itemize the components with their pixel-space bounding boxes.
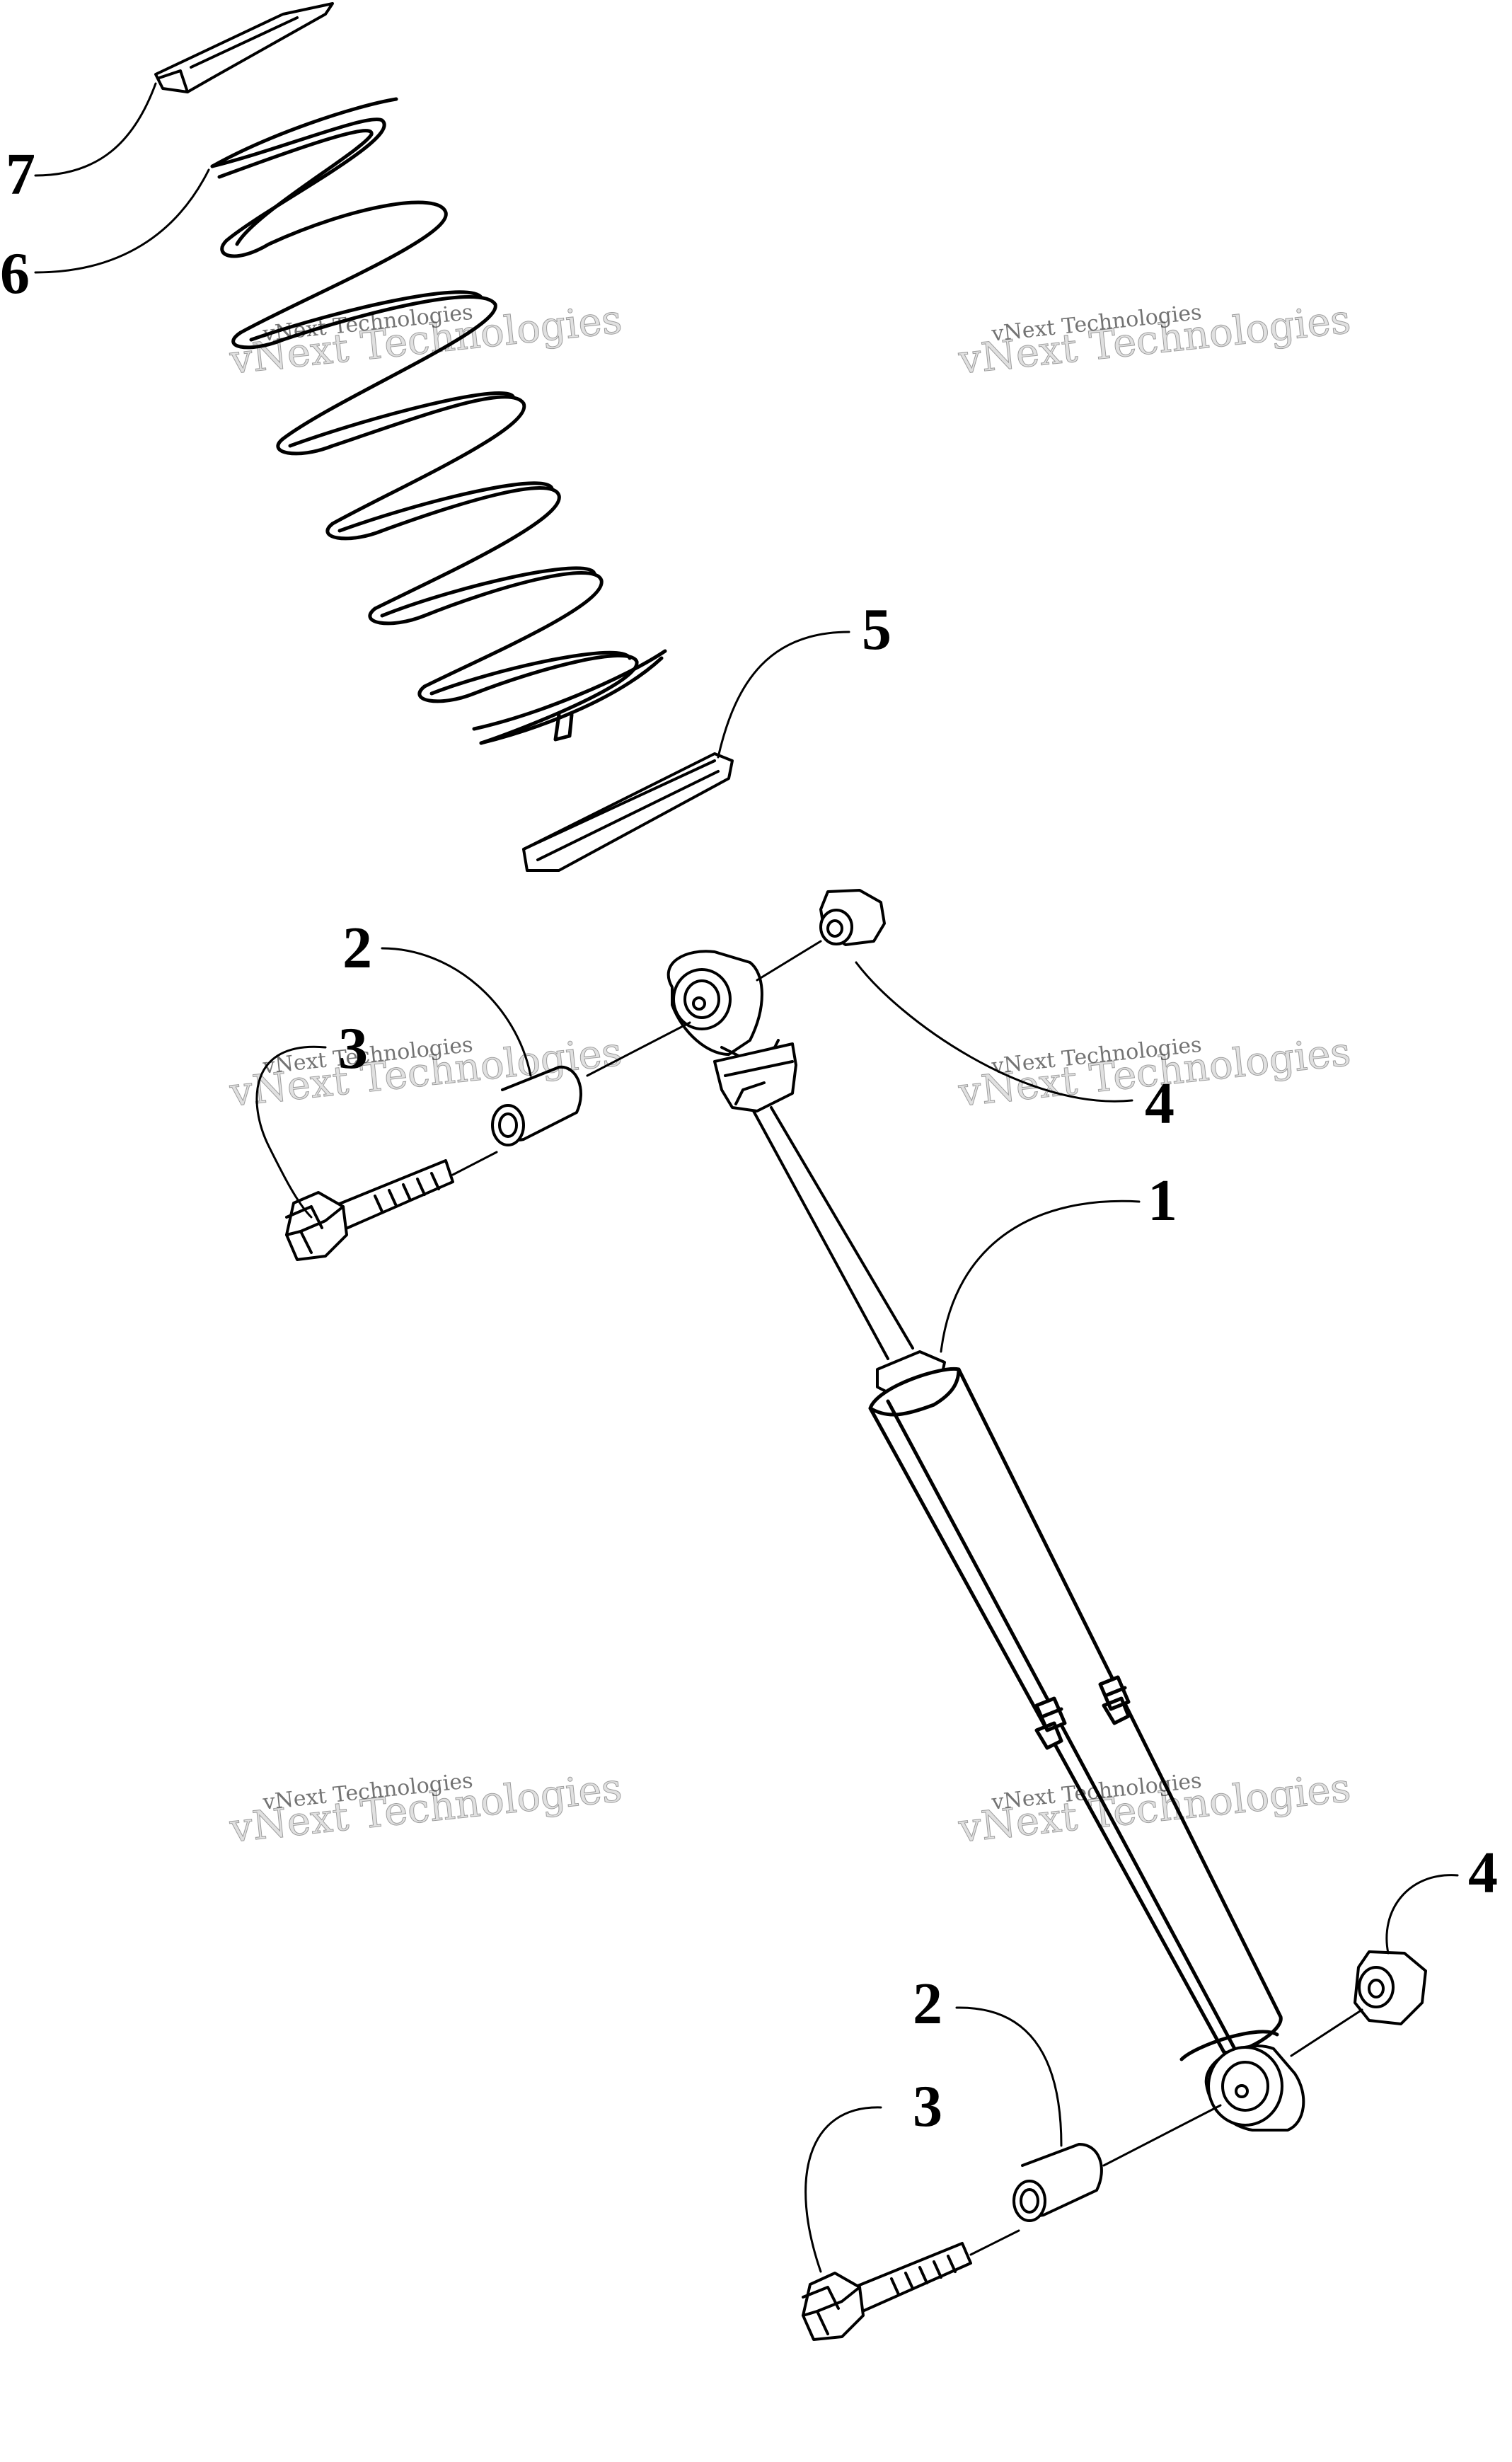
callout-4-upper: 4 — [1145, 1071, 1175, 1137]
callout-7: 7 — [6, 142, 35, 207]
part-2-upper-sleeve — [491, 1065, 582, 1146]
assembly-center-lines — [451, 940, 1363, 2256]
part-5-lower-spring-seat — [522, 752, 734, 872]
part-2-lower-sleeve — [1012, 2143, 1103, 2222]
part-6-coil-spring — [210, 97, 667, 745]
callout-3-lower: 3 — [913, 2073, 942, 2139]
part-3-lower-bolt — [802, 2242, 972, 2341]
part-4-upper-flange-nut — [819, 889, 886, 946]
callout-2-lower: 2 — [913, 1971, 942, 2037]
part-1-shock-body — [868, 1367, 1283, 2061]
callout-6: 6 — [0, 241, 30, 306]
callout-2-upper: 2 — [342, 915, 372, 981]
callout-3-upper: 3 — [338, 1016, 368, 1081]
part-4-lower-flange-nut — [1354, 1950, 1427, 2025]
callout-1: 1 — [1148, 1168, 1177, 1233]
part-3-upper-bolt — [285, 1159, 454, 1261]
callout-4-lower: 4 — [1468, 1840, 1498, 1906]
callout-5: 5 — [862, 597, 891, 662]
part-7-upper-retainer — [154, 2, 334, 93]
part-1-shock-lower-eye — [1204, 2044, 1305, 2132]
part-1-shock-upper-eye — [666, 950, 946, 1399]
leader-lines — [34, 82, 1459, 2273]
